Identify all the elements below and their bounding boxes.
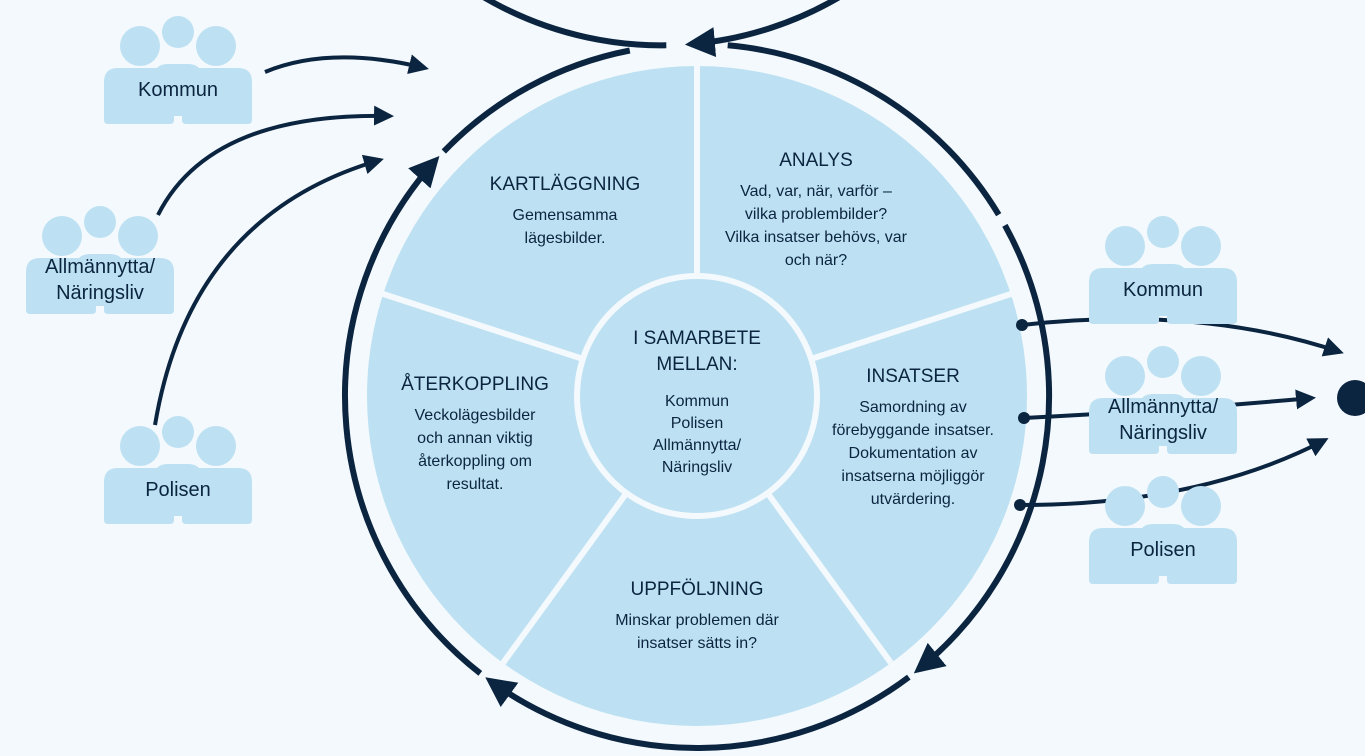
segment-text-insatser: Dokumentation av: [849, 445, 978, 462]
segment-text-aterkoppling: återkoppling om: [418, 452, 532, 470]
outcome-dot-icon: [1337, 380, 1365, 416]
people-label-left-allmannytta: Näringsliv: [56, 282, 144, 304]
flow-start-dot: [1016, 319, 1028, 331]
center-member: Polisen: [671, 415, 723, 432]
segment-text-analys: och när?: [785, 252, 847, 269]
segment-text-kartlaggning: Gemensamma: [513, 207, 618, 224]
people-group-icon: [104, 416, 252, 524]
segment-text-analys: vilka problembilder?: [745, 206, 887, 223]
segment-text-uppfoljning: insatser sätts in?: [637, 635, 757, 652]
flows-group: [153, 54, 1365, 511]
segment-title-insatser: INSATSER: [866, 366, 960, 387]
people-group-icon: [1089, 216, 1237, 324]
arrow-icon: [264, 54, 429, 74]
center-circle: [580, 279, 814, 513]
segment-text-insatser: insatserna möjliggör: [841, 468, 985, 485]
segment-divider: [500, 488, 631, 665]
flow-start-dot: [1018, 412, 1030, 424]
ring-arc: [482, 0, 841, 57]
arrow-icon: [1019, 438, 1329, 507]
segment-text-insatser: Samordning av: [859, 399, 967, 416]
center-title: MELLAN:: [656, 354, 737, 375]
segment-divider: [763, 488, 894, 665]
segment-text-aterkoppling: resultat.: [447, 476, 504, 493]
people-label-right-allmannytta: Näringsliv: [1119, 422, 1207, 444]
segment-text-aterkoppling: och annan viktig: [417, 430, 533, 447]
segments-group: [367, 66, 1027, 726]
segment-text-insatser: utvärdering.: [871, 491, 956, 508]
segment-title-analys: ANALYS: [779, 150, 853, 171]
segment-text-insatser: förebyggande insatser.: [832, 422, 994, 439]
center-member: Näringsliv: [662, 459, 732, 476]
segment-text-aterkoppling: Veckolägesbilder: [415, 407, 537, 424]
segment-text-kartlaggning: lägesbilder.: [525, 230, 606, 247]
ring-arc: [727, 42, 1002, 217]
people-label-right-kommun: Kommun: [1123, 279, 1203, 301]
people-group-icon: [104, 16, 252, 124]
people-groups: KommunAllmännytta/NäringslivPolisenKommu…: [26, 16, 1237, 584]
center-member: Kommun: [665, 393, 729, 410]
ring-arc: [913, 223, 1052, 674]
segment-text-uppfoljning: Minskar problemen där: [615, 612, 779, 629]
people-label-right-allmannytta: Allmännytta/: [1108, 396, 1218, 418]
people-label-left-polisen: Polisen: [145, 479, 211, 501]
segment-text-analys: Vilka insatser behövs, var: [725, 229, 908, 246]
segment-text-analys: Vad, var, när, varför –: [740, 183, 892, 200]
arrow-icon: [156, 105, 394, 216]
ring-arc: [485, 674, 911, 751]
center-member: Allmännytta/: [653, 437, 742, 454]
segment-title-uppfoljning: UPPFÖLJNING: [630, 579, 763, 600]
segment-texts: KARTLÄGGNING Gemensamma lägesbilder. ANALYS…: [401, 150, 994, 652]
ring-arc: [441, 47, 631, 154]
center-title: I SAMARBETE: [633, 328, 761, 349]
arrow-icon: [153, 154, 384, 426]
segment-divider: [807, 291, 1012, 363]
outer-cycle-ring: [342, 0, 1052, 751]
segment-title-kartlaggning: KARTLÄGGNING: [490, 174, 641, 195]
people-group-icon: [1089, 476, 1237, 584]
segment-divider: [382, 291, 587, 363]
people-label-left-kommun: Kommun: [138, 79, 218, 101]
flow-start-dot: [1014, 499, 1026, 511]
people-label-right-polisen: Polisen: [1130, 539, 1196, 561]
segment-title-aterkoppling: ÅTERKOPPLING: [401, 374, 549, 395]
ring-arc: [342, 156, 483, 676]
people-label-left-allmannytta: Allmännytta/: [45, 256, 155, 278]
